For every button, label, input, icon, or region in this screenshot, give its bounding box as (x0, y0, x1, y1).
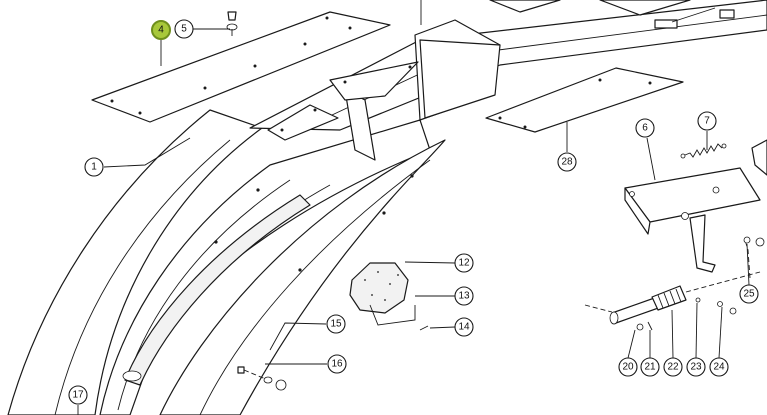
callout-label-21: 21 (644, 362, 656, 373)
reflector (349, 262, 429, 331)
main-beam (249, 0, 767, 161)
bracket-plates (267, 61, 419, 141)
callout-1[interactable]: 1 (84, 157, 104, 177)
callout-23[interactable]: 23 (686, 357, 706, 377)
callout-20[interactable]: 20 (618, 357, 638, 377)
mounting-bracket (624, 139, 767, 273)
callout-22[interactable]: 22 (663, 357, 683, 377)
callout-21[interactable]: 21 (640, 357, 660, 377)
scraper-strip (91, 11, 391, 123)
callout-label-23: 23 (690, 362, 702, 373)
callout-12[interactable]: 12 (454, 253, 474, 273)
callout-label-16: 16 (331, 359, 343, 370)
callout-label-1: 1 (91, 162, 97, 173)
callout-4[interactable]: 4 (151, 20, 171, 40)
callout-16[interactable]: 16 (327, 354, 347, 374)
callout-6[interactable]: 6 (635, 118, 655, 138)
callout-7[interactable]: 7 (697, 111, 717, 131)
callout-label-14: 14 (458, 322, 470, 333)
bolt-assembly (584, 239, 761, 331)
callout-label-28: 28 (561, 157, 573, 168)
callout-label-7: 7 (704, 116, 710, 127)
curved-blade (159, 139, 446, 415)
scraper-plate (485, 67, 684, 133)
callout-label-13: 13 (458, 291, 470, 302)
callout-label-15: 15 (330, 319, 342, 330)
callout-label-17: 17 (72, 390, 84, 401)
callout-24[interactable]: 24 (709, 357, 729, 377)
top-plates (489, 0, 735, 29)
callout-label-22: 22 (667, 362, 679, 373)
callout-label-24: 24 (713, 362, 725, 373)
callout-label-5: 5 (181, 24, 187, 35)
callout-label-20: 20 (622, 362, 634, 373)
callout-17[interactable]: 17 (68, 385, 88, 405)
tension-spring (680, 143, 727, 159)
callout-14[interactable]: 14 (454, 317, 474, 337)
callout-13[interactable]: 13 (454, 286, 474, 306)
curved-guide-outer (7, 109, 263, 415)
fasteners (226, 11, 765, 391)
callout-28[interactable]: 28 (557, 152, 577, 172)
callout-5[interactable]: 5 (174, 19, 194, 39)
callout-label-4: 4 (158, 25, 164, 36)
callout-label-6: 6 (642, 123, 648, 134)
callout-25[interactable]: 25 (739, 284, 759, 304)
callout-label-25: 25 (743, 289, 755, 300)
leader-lines (77, 0, 750, 415)
callout-label-12: 12 (458, 258, 470, 269)
callout-15[interactable]: 15 (326, 314, 346, 334)
